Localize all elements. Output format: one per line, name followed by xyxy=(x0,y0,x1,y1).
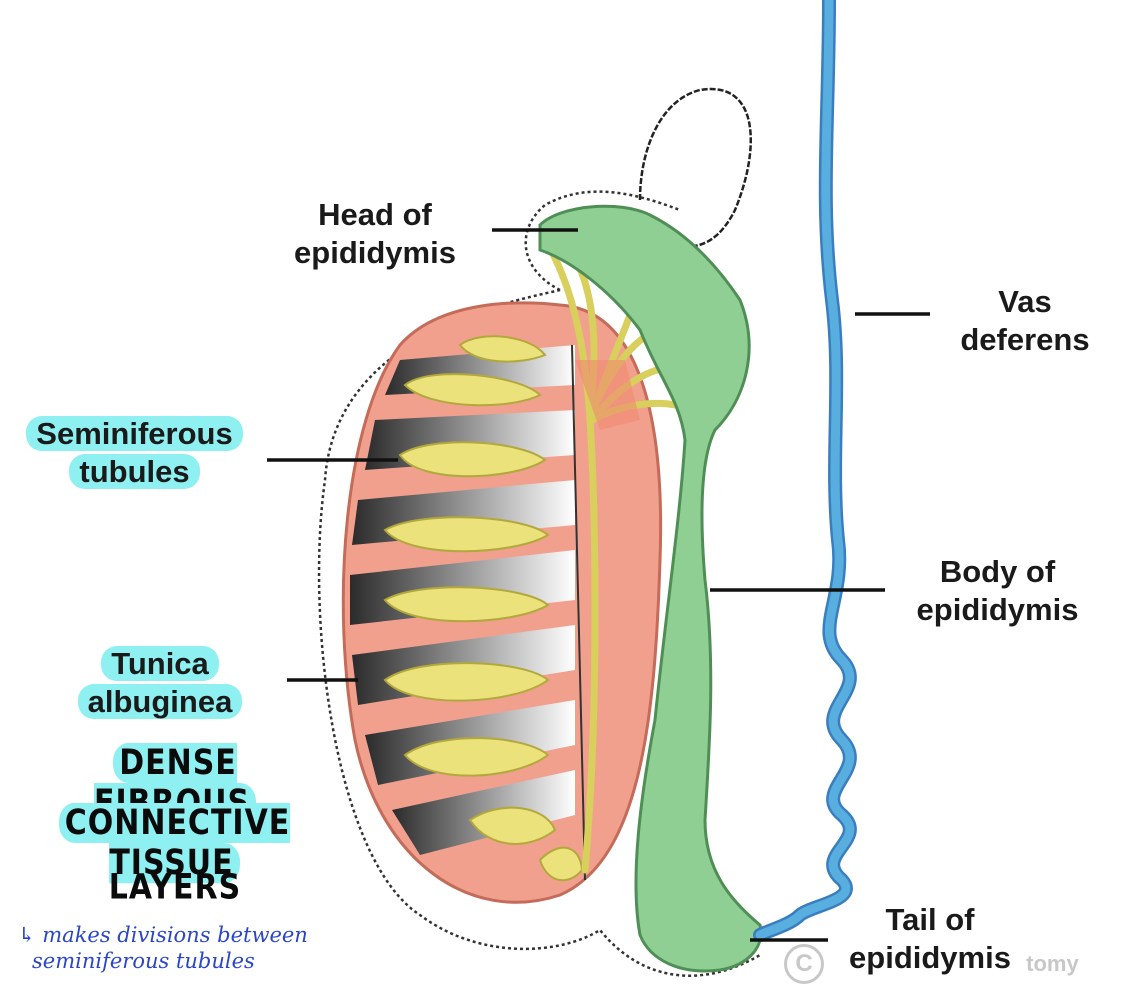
upper-dashed-outline xyxy=(524,190,681,292)
annotation-line-2: CONNECTIVE TISSUE xyxy=(2,802,347,884)
annotation-line-3: LAYERS xyxy=(108,867,242,908)
rete-testis xyxy=(575,360,640,430)
epididymis xyxy=(538,204,763,973)
seminiferous-tubules xyxy=(383,335,584,882)
annotation-note: ↳ makes divisions between seminiferous t… xyxy=(18,923,308,973)
mediastinum-line xyxy=(571,344,586,881)
upper-fold-outline xyxy=(638,87,752,248)
label-vas-deferens: Vas deferens xyxy=(960,284,1090,357)
label-tunica-albuginea: Tunica albuginea xyxy=(40,645,280,721)
tunica-vaginalis-outline xyxy=(317,288,761,977)
leader-lines xyxy=(267,228,930,942)
copyright-icon: C xyxy=(784,944,824,984)
label-seminiferous-tubules: Seminiferous tubules xyxy=(2,415,267,491)
label-tail-of-epididymis: Tail of epididymis xyxy=(849,902,1011,975)
watermark: C tomy xyxy=(784,944,1114,984)
label-head-of-epididymis: Head of epididymis xyxy=(294,197,456,270)
label-body-of-epididymis: Body of epididymis xyxy=(916,554,1079,627)
vas-deferens-inner xyxy=(755,0,855,940)
